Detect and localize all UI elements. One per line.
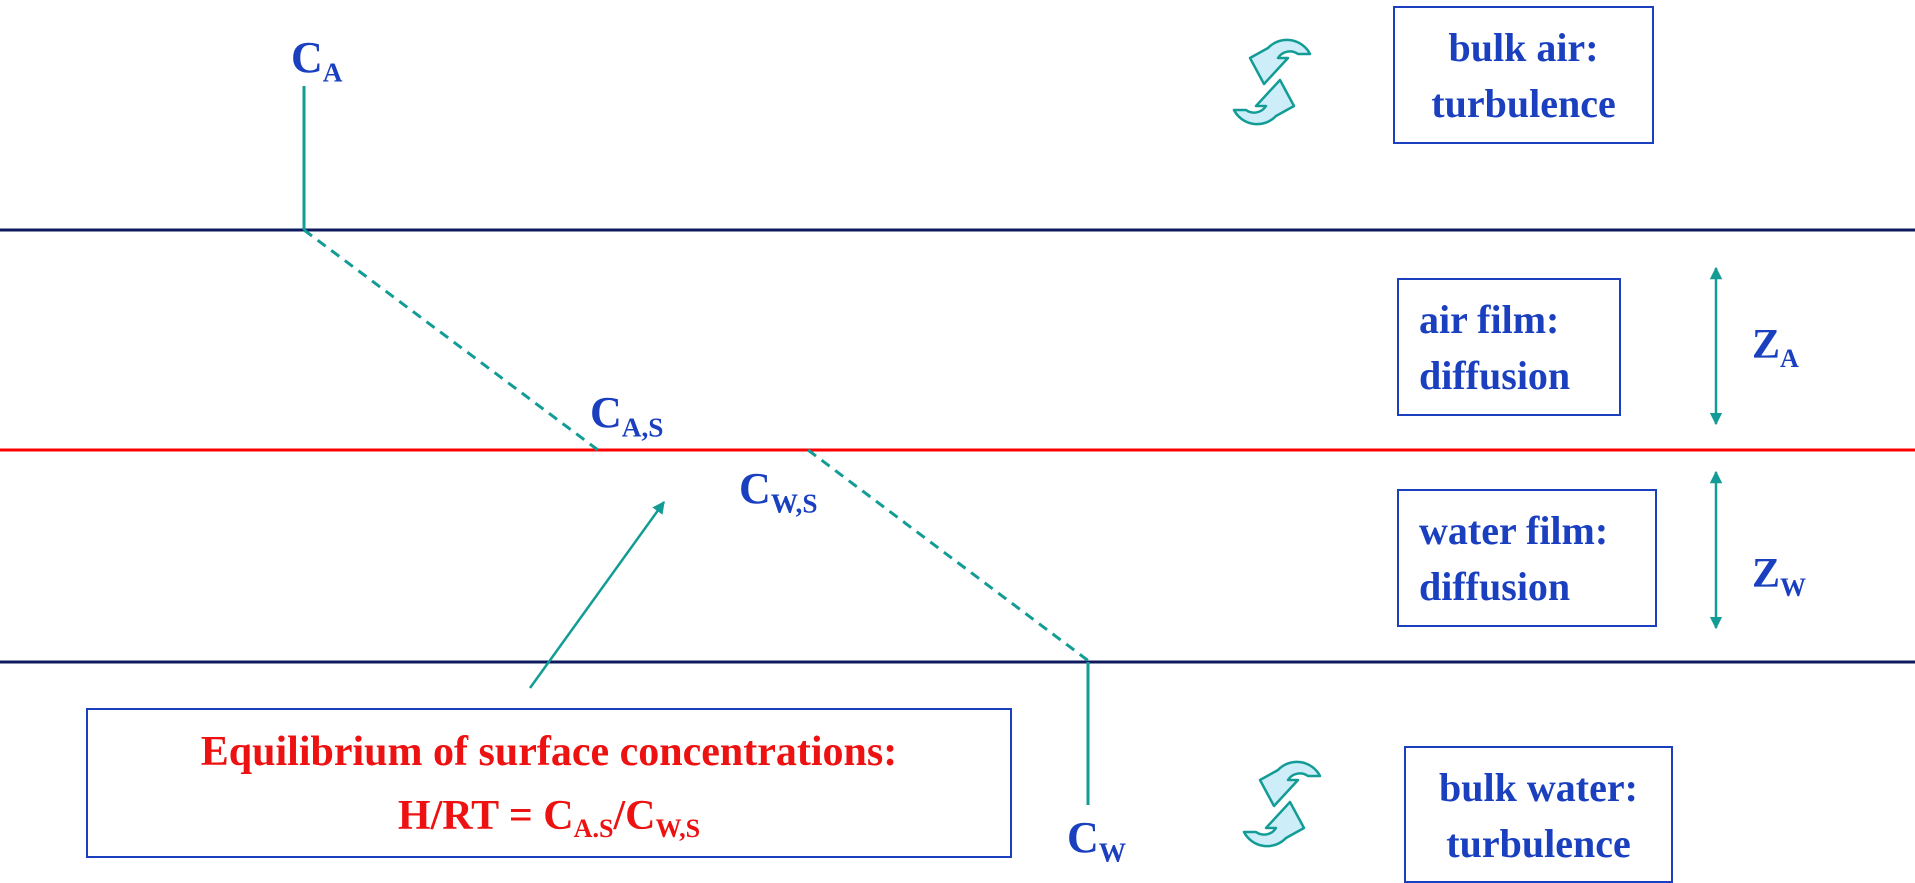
- equilibrium-pointer-arrow: [528, 500, 666, 689]
- air-film-layer-box: air film: diffusion: [1397, 278, 1621, 416]
- henry-equation: H/RT = CA.S/CW,S: [397, 793, 701, 843]
- bulk-air-concentration-label: CA: [291, 33, 343, 88]
- water-film-gradient-line: [807, 448, 1091, 664]
- air-film-thickness-label: ZA: [1752, 322, 1799, 374]
- air-film-gradient-line: [303, 228, 599, 452]
- water-film-label: water film:: [1419, 508, 1609, 553]
- air-film-process: diffusion: [1419, 353, 1571, 398]
- water-film-layer-box: water film: diffusion: [1397, 489, 1657, 627]
- turbulence-cycle-icon: [1232, 38, 1312, 126]
- bulk-water-label: bulk water:: [1439, 765, 1638, 810]
- bulk-water-layer-box: bulk water: turbulence: [1404, 746, 1673, 883]
- bulk-air-process: turbulence: [1431, 81, 1616, 126]
- equilibrium-note-box: Equilibrium of surface concentrations: H…: [86, 708, 1012, 858]
- equilibrium-title: Equilibrium of surface concentrations:: [200, 729, 898, 775]
- air-surface-concentration-label: CA,S: [590, 388, 664, 443]
- turbulence-cycle-icon: [1242, 760, 1322, 848]
- air-film-label: air film:: [1419, 297, 1560, 342]
- bulk-air-layer-box: bulk air: turbulence: [1393, 6, 1654, 144]
- bulk-air-label: bulk air:: [1448, 25, 1599, 70]
- bulk-water-concentration-label: CW: [1067, 813, 1127, 868]
- water-film-process: diffusion: [1419, 564, 1571, 609]
- water-surface-concentration-label: CW,S: [739, 464, 818, 519]
- bulk-water-process: turbulence: [1446, 821, 1631, 866]
- water-film-thickness-label: ZW: [1752, 551, 1807, 603]
